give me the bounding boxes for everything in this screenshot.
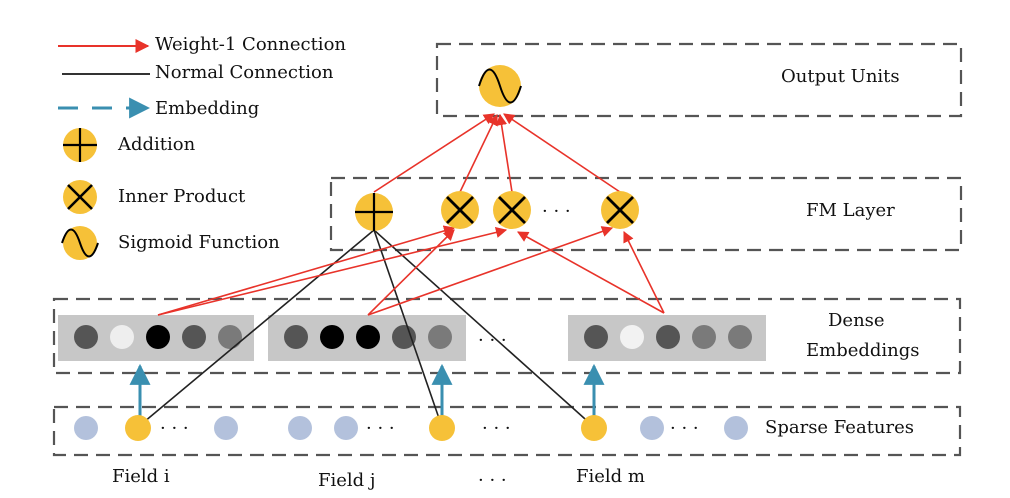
embedding-cell xyxy=(110,325,134,349)
embedding-cell xyxy=(182,325,206,349)
embedding-cell xyxy=(356,325,380,349)
legend-label-addition: Addition xyxy=(117,134,196,155)
times-icon xyxy=(63,180,97,214)
connection-field-j-to-addition xyxy=(373,229,443,428)
times-icon xyxy=(601,191,639,229)
embedding-field-i xyxy=(58,315,254,361)
weight-1-m-to-product-2 xyxy=(517,231,665,314)
sparse-ellipsis-between: · · · xyxy=(482,418,511,439)
plus-icon xyxy=(355,193,393,231)
field-label-m: Field m xyxy=(576,466,645,487)
legend-weight-1-connection: Weight-1 Connection xyxy=(58,34,346,55)
weight-1-product-3-to-output xyxy=(503,113,621,193)
connection-field-m-to-addition xyxy=(373,229,595,428)
sparse-feature-active xyxy=(125,415,151,441)
legend-label-inner-product: Inner Product xyxy=(118,186,246,207)
legend-label-normal: Normal Connection xyxy=(155,62,334,83)
sparse-ellipsis: · · · xyxy=(670,418,699,439)
fm-layer-label: FM Layer xyxy=(806,200,895,221)
times-icon xyxy=(441,191,479,229)
legend-label-embedding: Embedding xyxy=(155,98,259,119)
legend-normal-connection: Normal Connection xyxy=(62,62,334,83)
sparse-feature-inactive xyxy=(74,416,98,440)
embedding-cell xyxy=(218,325,242,349)
weight-1-product-1-to-output xyxy=(459,113,498,193)
dense-embeddings-label-line1: Dense xyxy=(828,310,885,331)
weight-1-j-to-product-1 xyxy=(367,229,455,316)
sparse-field-i: · · · xyxy=(74,415,238,441)
weight-1-connections-output xyxy=(373,113,621,193)
sparse-features-label: Sparse Features xyxy=(765,417,914,438)
embedding-cell xyxy=(584,325,608,349)
legend-label-sigmoid: Sigmoid Function xyxy=(118,232,280,253)
field-ellipsis: · · · xyxy=(478,470,507,491)
sparse-field-m: · · · xyxy=(581,415,748,441)
dense-embeddings-box xyxy=(52,297,962,375)
output-units-label: Output Units xyxy=(781,66,900,87)
embedding-cell xyxy=(74,325,98,349)
embedding-cell xyxy=(620,325,644,349)
embedding-cell xyxy=(728,325,752,349)
sparse-feature-active xyxy=(581,415,607,441)
weight-1-m-to-product-3 xyxy=(623,230,665,314)
output-units-box xyxy=(435,42,963,118)
legend-label-weight-1: Weight-1 Connection xyxy=(155,34,346,55)
sparse-feature-active xyxy=(429,415,455,441)
weight-1-i-to-product-1 xyxy=(157,225,456,316)
dense-embeddings-label-line2: Embeddings xyxy=(806,340,920,361)
legend: Weight-1 Connection Normal Connection Em… xyxy=(58,34,346,260)
weight-1-product-2-to-output xyxy=(496,113,513,193)
sigmoid-icon xyxy=(478,65,522,107)
fm-ellipsis: · · · xyxy=(542,201,571,222)
embedding-cell xyxy=(392,325,416,349)
legend-sigmoid-function: Sigmoid Function xyxy=(61,226,280,260)
field-label-j: Field j xyxy=(318,470,375,491)
sparse-feature-inactive xyxy=(640,416,664,440)
embedding-cell xyxy=(284,325,308,349)
sigmoid-icon xyxy=(61,226,99,260)
weight-1-j-to-product-3 xyxy=(367,226,614,316)
sparse-feature-inactive xyxy=(288,416,312,440)
sparse-feature-inactive xyxy=(334,416,358,440)
weight-1-connections-dense xyxy=(157,225,665,316)
embedding-field-m xyxy=(568,315,766,361)
embedding-field-j xyxy=(268,315,466,361)
embedding-cell xyxy=(656,325,680,349)
field-label-i: Field i xyxy=(112,466,170,487)
sparse-feature-inactive xyxy=(724,416,748,440)
sparse-field-j: · · · xyxy=(288,415,455,441)
embedding-cell xyxy=(428,325,452,349)
embedding-cell xyxy=(146,325,170,349)
embedding-arrows xyxy=(129,363,605,420)
weight-1-i-to-product-2 xyxy=(157,226,508,316)
legend-addition: Addition xyxy=(63,128,196,162)
sparse-ellipsis: · · · xyxy=(160,418,189,439)
sparse-ellipsis: · · · xyxy=(366,418,395,439)
dense-ellipsis: · · · xyxy=(478,330,507,351)
plus-icon xyxy=(63,128,97,162)
embedding-cell xyxy=(320,325,344,349)
weight-1-addition-to-output xyxy=(373,113,495,193)
sparse-feature-inactive xyxy=(214,416,238,440)
legend-inner-product: Inner Product xyxy=(63,180,246,214)
embedding-cell xyxy=(692,325,716,349)
legend-embedding: Embedding xyxy=(58,97,259,119)
sparse-features-box xyxy=(52,405,962,457)
times-icon xyxy=(493,191,531,229)
fm-layer-box xyxy=(329,176,963,252)
